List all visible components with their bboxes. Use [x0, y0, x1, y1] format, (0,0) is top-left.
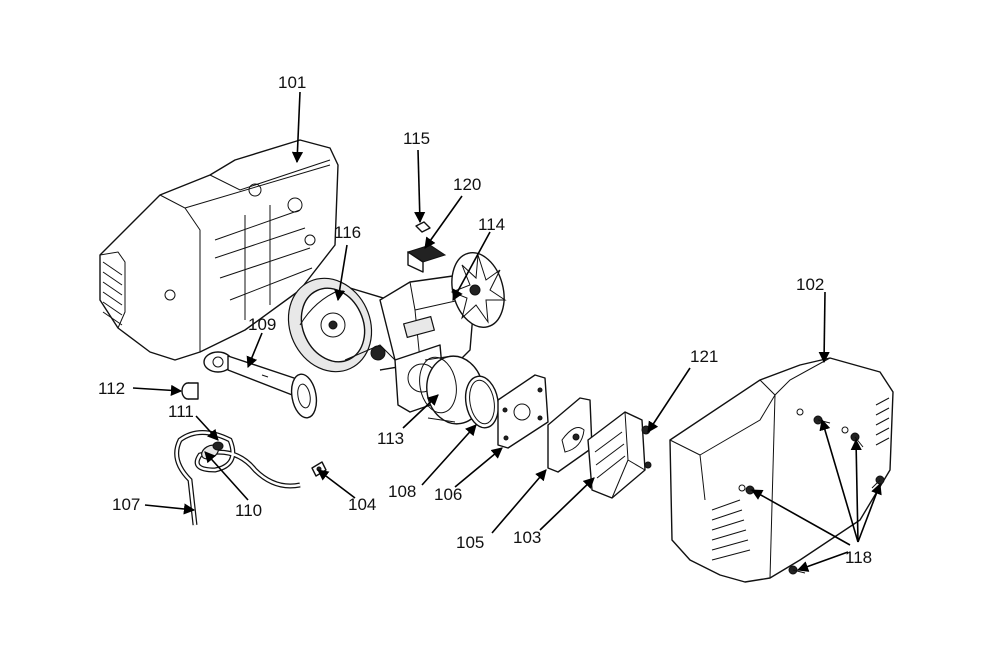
callout-103: 103 — [513, 528, 541, 547]
leader-118b — [850, 438, 862, 543]
leader-111 — [195, 415, 219, 441]
part-120 — [406, 244, 447, 273]
connecting-rod-109 — [203, 351, 318, 419]
callout-107: 107 — [112, 495, 140, 514]
callout-112: 112 — [98, 379, 125, 398]
o-ring-108 — [464, 375, 500, 429]
leader-109 — [246, 332, 263, 369]
callout-labels: 101 102 103 104 105 106 107 108 109 110 … — [98, 73, 872, 567]
leader-105 — [491, 469, 547, 534]
cylinder-head-103 — [587, 411, 652, 499]
leader-116 — [334, 244, 348, 302]
shroud-rear-inner-ribs — [164, 183, 316, 320]
leader-lines — [132, 91, 882, 572]
leader-114 — [452, 231, 491, 301]
valve-plate-106 — [497, 374, 549, 449]
shroud-rear-101 — [99, 139, 339, 361]
callout-118: 118 — [845, 548, 872, 567]
callout-108: 108 — [388, 482, 416, 501]
leader-107 — [144, 503, 196, 515]
callout-114: 114 — [478, 215, 505, 234]
callout-101: 101 — [278, 73, 306, 92]
leader-104 — [317, 469, 356, 499]
callout-105: 105 — [456, 533, 484, 552]
callout-113: 113 — [377, 429, 404, 448]
clip-115 — [415, 221, 431, 233]
gasket-105 — [547, 397, 593, 473]
leader-106 — [454, 447, 503, 488]
leader-118d — [751, 489, 851, 546]
tubing-107 — [174, 430, 301, 526]
callout-115: 115 — [403, 129, 430, 148]
callout-106: 106 — [434, 485, 462, 504]
callout-102: 102 — [796, 275, 824, 294]
leader-120 — [424, 195, 463, 249]
leader-118a — [819, 418, 859, 543]
leader-101 — [291, 91, 304, 164]
fitting-111 — [212, 441, 224, 451]
leader-118c — [857, 482, 882, 543]
bolt-112 — [181, 382, 199, 400]
leader-121 — [647, 367, 691, 433]
callout-121: 121 — [690, 347, 718, 366]
callout-120: 120 — [453, 175, 481, 194]
cooling-fan-114 — [450, 252, 507, 328]
screw — [788, 565, 806, 575]
callout-110: 110 — [235, 501, 262, 520]
leader-115 — [414, 149, 426, 224]
leader-110 — [204, 451, 249, 501]
callout-116: 116 — [334, 223, 361, 242]
callout-111: 111 — [168, 402, 194, 421]
leader-112 — [132, 384, 183, 396]
leader-108 — [421, 424, 477, 486]
leader-113 — [402, 394, 439, 429]
leader-102 — [818, 291, 830, 364]
callout-104: 104 — [348, 495, 376, 514]
shroud-rear-vent-slots — [102, 261, 123, 326]
leader-118e — [796, 551, 849, 572]
callout-109: 109 — [248, 315, 276, 334]
leader-103 — [539, 477, 595, 531]
shroud-front-vent-slots — [711, 397, 890, 561]
shroud-front-102 — [669, 357, 894, 583]
